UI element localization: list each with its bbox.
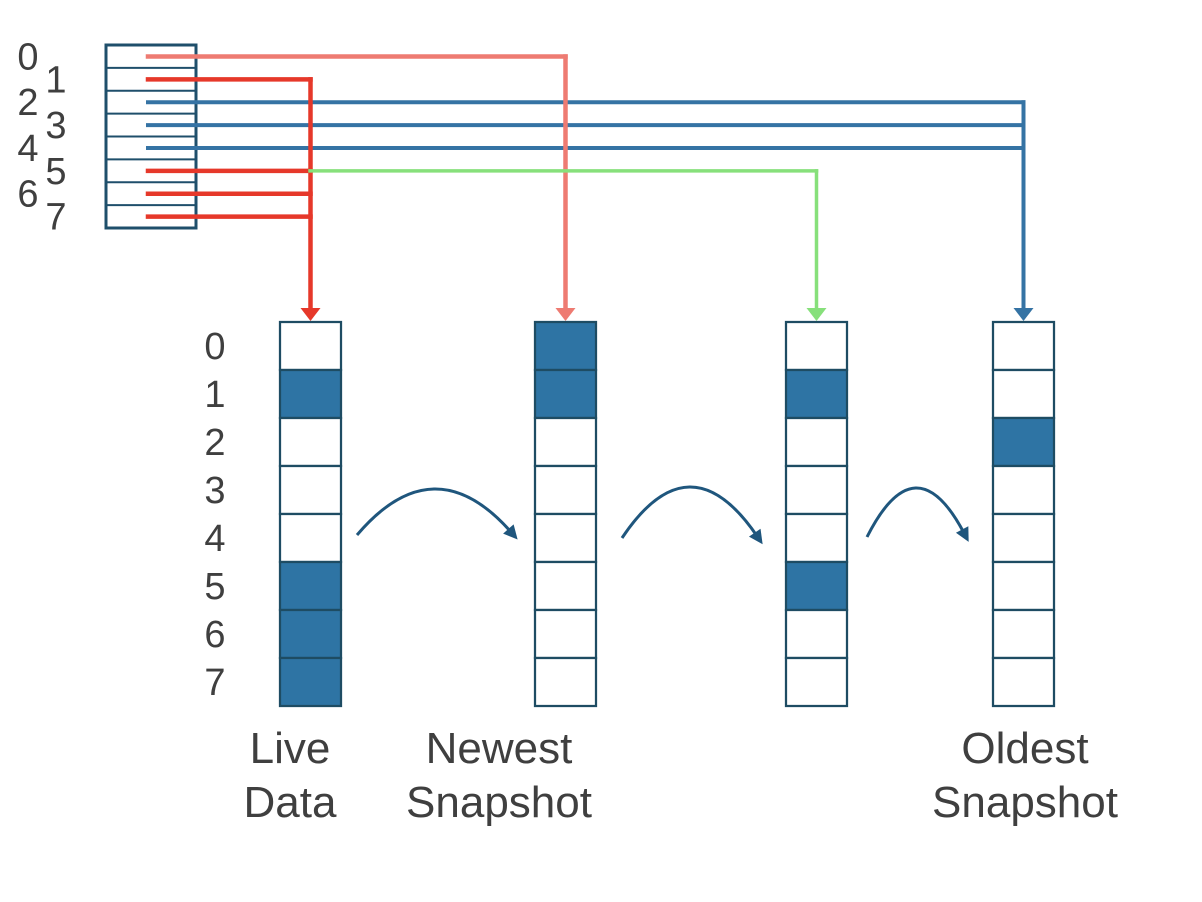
live-data-cell-index-1: 1 — [204, 374, 225, 416]
live-data-cell-index-7: 7 — [204, 662, 225, 704]
newest-snapshot-cell-2-empty — [533, 416, 598, 468]
oldest-snapshot-cell-7-empty — [991, 656, 1056, 708]
live-data-cell-6-filled — [278, 608, 343, 660]
newest-snapshot-cell-0-filled — [533, 320, 598, 372]
middle-snapshot-cell-4-empty — [784, 512, 849, 564]
oldest-snapshot-label-line2: Snapshot — [932, 778, 1118, 827]
index-table-row-label-3: 3 — [45, 105, 66, 147]
live-data-cell-index-6: 6 — [204, 614, 225, 656]
index-table-row-label-2: 2 — [17, 82, 38, 124]
newest-snapshot-label: Newest Snapshot — [406, 722, 592, 830]
newest-snapshot-cell-7-empty — [533, 656, 598, 708]
oldest-snapshot-cell-2-filled — [991, 416, 1056, 468]
newest-snapshot-cell-3-empty — [533, 464, 598, 516]
index-table-row-label-7: 7 — [45, 197, 66, 239]
index-table-row-label-6: 6 — [17, 174, 38, 216]
live-data-label: Live Data — [244, 722, 337, 830]
live-data-cell-index-2: 2 — [204, 422, 225, 464]
live-data-cell-index-4: 4 — [204, 518, 225, 560]
newest-snapshot-cell-4-empty — [533, 512, 598, 564]
live-data-label-line1: Live — [249, 724, 331, 773]
middle-snapshot-cell-1-filled — [784, 368, 849, 420]
middle-snapshot-cell-5-filled — [784, 560, 849, 612]
arrowhead-row2-to-oldest-snapshot — [1013, 308, 1034, 321]
live-data-cell-1-filled — [278, 368, 343, 420]
oldest-snapshot-cell-1-empty — [991, 368, 1056, 420]
oldest-snapshot-cell-5-empty — [991, 560, 1056, 612]
live-data-cell-index-3: 3 — [204, 470, 225, 512]
live-data-cell-index-5: 5 — [204, 566, 225, 608]
live-data-cell-2-empty — [278, 416, 343, 468]
oldest-snapshot-label: Oldest Snapshot — [932, 722, 1118, 830]
arrowhead-row5-to-middle-snapshot — [806, 308, 827, 321]
newest-snapshot-cell-6-empty — [533, 608, 598, 660]
live-data-label-line2: Data — [243, 778, 337, 827]
rotation-arc-2 — [620, 485, 759, 539]
rotation-arc-arrowhead-2 — [748, 528, 763, 545]
oldest-snapshot-cell-4-empty — [991, 512, 1056, 564]
live-data-cell-4-empty — [278, 512, 343, 564]
oldest-snapshot-cell-6-empty — [991, 608, 1056, 660]
middle-snapshot-cell-6-empty — [784, 608, 849, 660]
arrowhead-row1-to-live-data — [300, 308, 321, 321]
live-data-cell-5-filled — [278, 560, 343, 612]
arrowhead-row0-to-newest-snapshot — [555, 308, 576, 321]
rotation-arc-3 — [865, 486, 966, 538]
newest-snapshot-cell-5-empty — [533, 560, 598, 612]
live-data-cell-3-empty — [278, 464, 343, 516]
index-table-row-label-1: 1 — [45, 59, 66, 101]
oldest-snapshot-label-line1: Oldest — [961, 724, 1089, 773]
index-table-row-label-5: 5 — [45, 151, 66, 193]
rotation-arc-arrowhead-3 — [955, 526, 969, 542]
middle-snapshot-cell-0-empty — [784, 320, 849, 372]
middle-snapshot-cell-2-empty — [784, 416, 849, 468]
rotation-arc-1 — [355, 487, 513, 536]
live-data-cell-7-filled — [278, 656, 343, 708]
index-table-row-label-0: 0 — [17, 36, 38, 78]
live-data-cell-0-empty — [278, 320, 343, 372]
middle-snapshot-cell-7-empty — [784, 656, 849, 708]
oldest-snapshot-cell-0-empty — [991, 320, 1056, 372]
index-table-row-label-4: 4 — [17, 128, 38, 170]
middle-snapshot-cell-3-empty — [784, 464, 849, 516]
rotation-arc-arrowhead-1 — [503, 524, 518, 540]
oldest-snapshot-cell-3-empty — [991, 464, 1056, 516]
newest-snapshot-label-line1: Newest — [425, 724, 573, 773]
live-data-cell-index-0: 0 — [204, 326, 225, 368]
newest-snapshot-label-line2: Snapshot — [406, 778, 592, 827]
newest-snapshot-cell-1-filled — [533, 368, 598, 420]
